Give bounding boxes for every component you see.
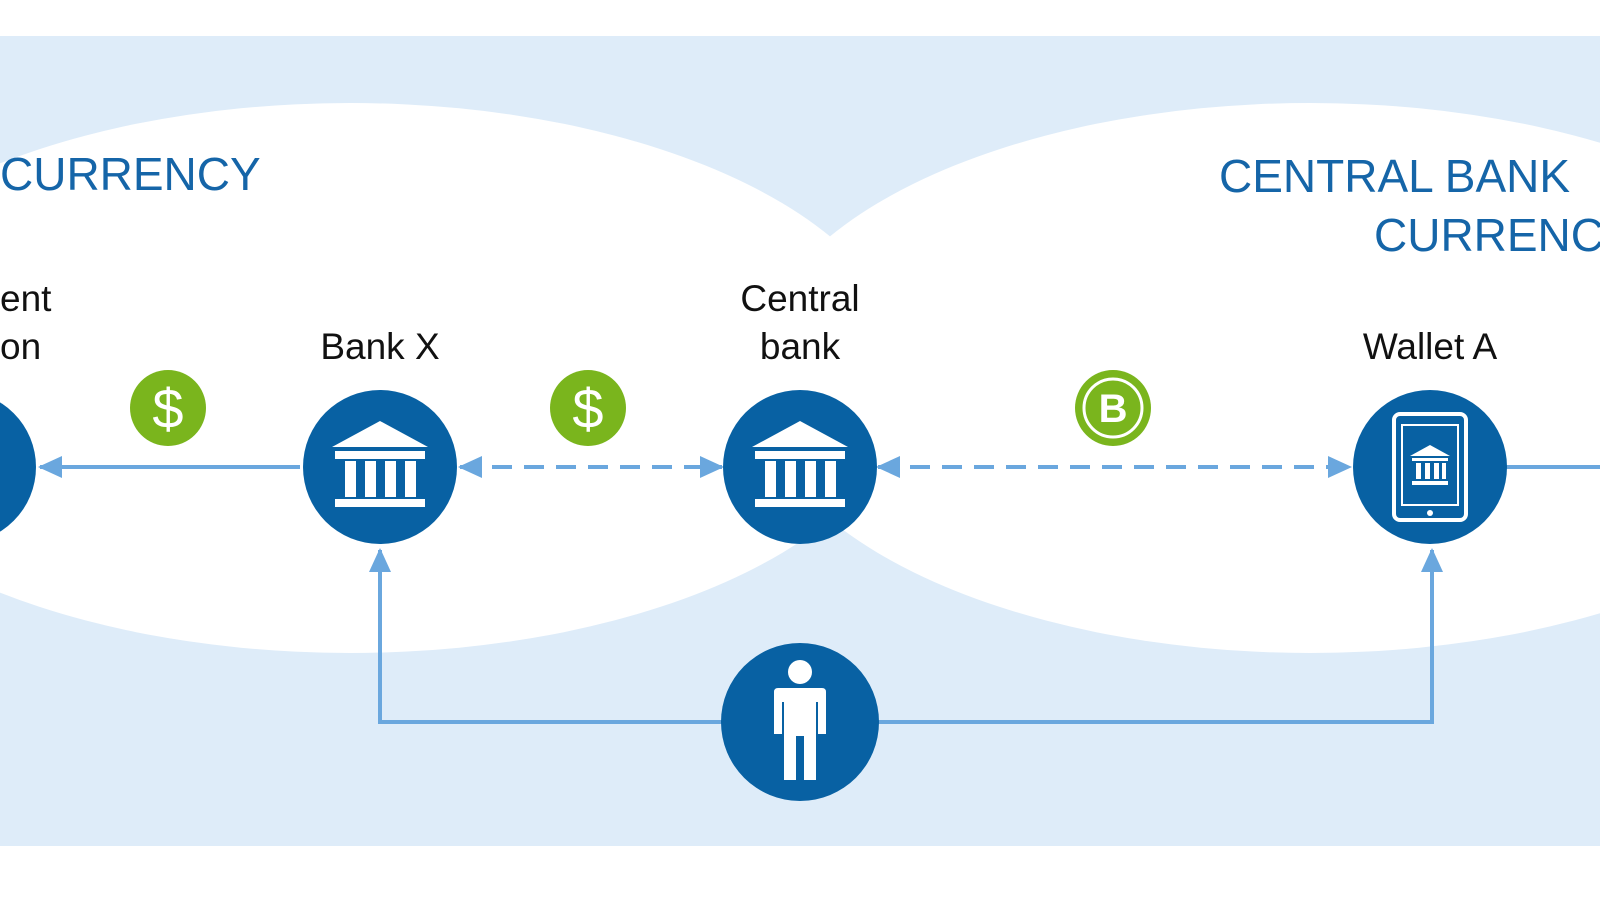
wallet-a-label: Wallet A	[1362, 326, 1498, 367]
left-zone-ellipse	[0, 103, 910, 653]
partial-left-label-line2: on	[0, 326, 42, 367]
arrow-person-to-wallet	[878, 548, 1443, 724]
bank-x-node[interactable]	[303, 390, 457, 544]
wallet-a-node[interactable]	[1353, 390, 1507, 544]
right-zone-heading-line1: CENTRAL BANK	[1219, 150, 1571, 202]
person-icon	[774, 660, 826, 780]
central-bank-node[interactable]	[723, 390, 877, 544]
coin-symbol: $	[572, 377, 603, 440]
bitcoin-coin-icon: B	[1075, 370, 1151, 446]
partial-left-node[interactable]	[0, 391, 36, 543]
bank-x-label: Bank X	[320, 326, 440, 367]
coin-symbol: B	[1099, 387, 1128, 431]
partial-left-label-line1: ent	[0, 278, 52, 319]
dollar-coin-icon: $	[130, 370, 206, 446]
coin-symbol: $	[152, 377, 183, 440]
arrow-person-to-bankx	[369, 548, 722, 724]
dollar-coin-icon: $	[550, 370, 626, 446]
central-bank-label-line1: Central	[740, 278, 860, 319]
tablet-bank-icon	[1392, 412, 1468, 522]
bank-icon	[752, 421, 848, 507]
bank-icon	[332, 421, 428, 507]
left-zone-heading: CURRENCY	[0, 148, 261, 200]
right-zone-heading-line2: CURRENC	[1374, 209, 1600, 261]
central-bank-label-line2: bank	[759, 326, 841, 367]
connectors	[38, 456, 1600, 724]
person-node[interactable]	[721, 643, 879, 801]
